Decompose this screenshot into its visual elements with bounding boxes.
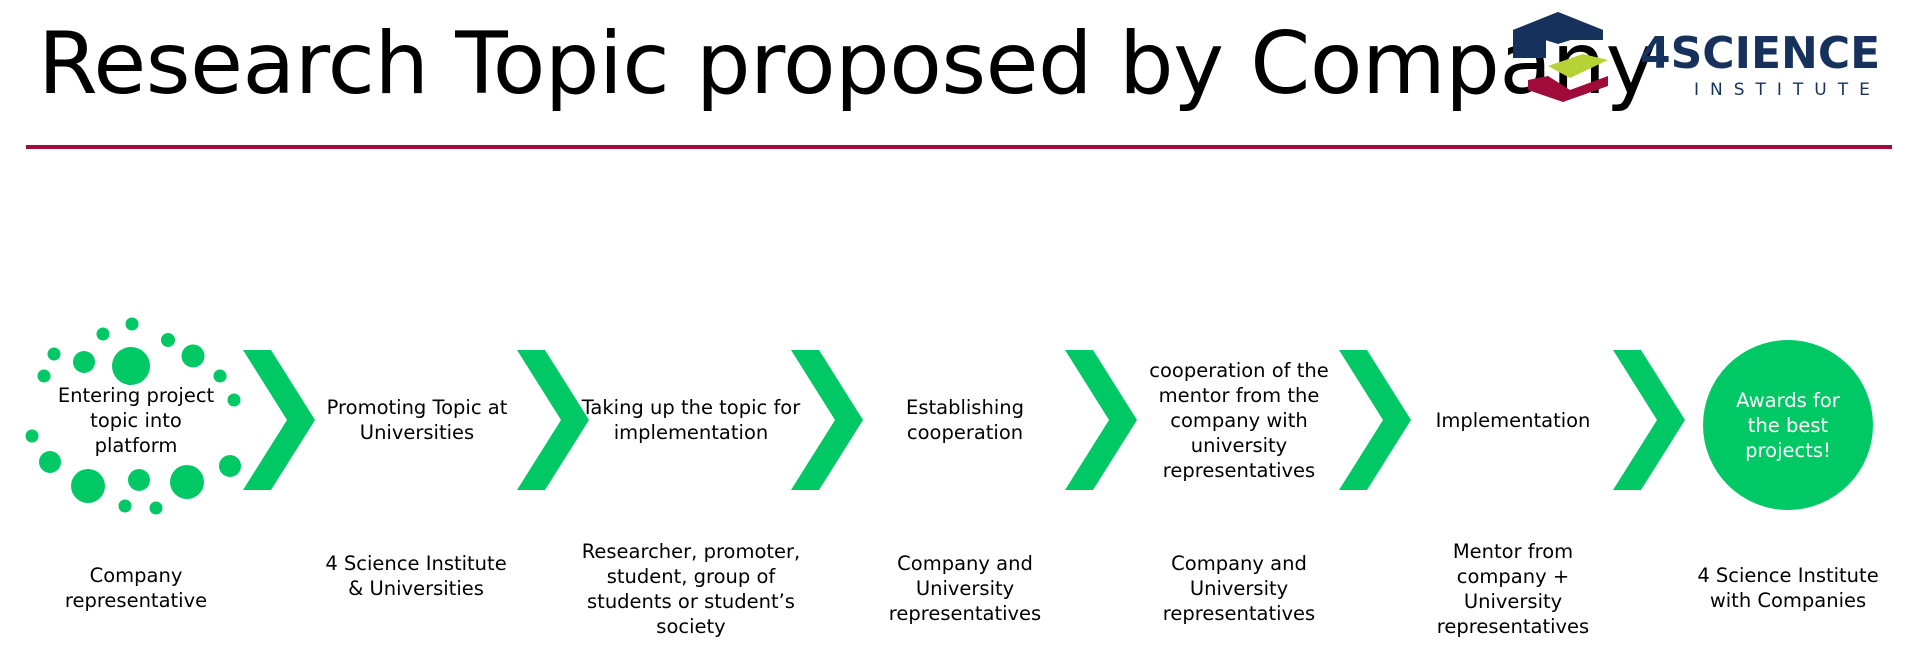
dots-ring-icon — [25, 317, 241, 515]
step-7-label: Awards for the best projects! — [1736, 388, 1840, 462]
logo-subtext: INSTITUTE — [1694, 80, 1881, 100]
step-2-label: Promoting Topic at Universities — [326, 396, 508, 444]
step-2-role: 4 Science Institute & Universities — [325, 552, 507, 600]
company-logo: 4SCIENCE INSTITUTE — [1508, 10, 1908, 110]
step-7-role: 4 Science Institute with Companies — [1697, 564, 1879, 612]
step-6-label: Implementation — [1435, 408, 1591, 432]
step-3-label: Taking up the topic for implementation — [581, 396, 801, 444]
step-1-role: Company representative — [64, 564, 208, 612]
logo-mark-icon — [1513, 12, 1608, 102]
step-5-label: cooperation of the mentor from the compa… — [1149, 358, 1329, 482]
step-4-label: Establishing cooperation — [906, 396, 1024, 444]
page-title: Research Topic proposed by Company — [38, 14, 1656, 114]
step-3-role: Researcher, promoter, student, group of … — [581, 540, 801, 638]
step-1-label: Entering project topic into platform — [57, 383, 215, 457]
step-6-role: Mentor from company + University represe… — [1436, 540, 1590, 638]
logo-wordmark: 4SCIENCE — [1640, 28, 1881, 79]
step-5-role: Company and University representatives — [1162, 552, 1316, 625]
step-4-role: Company and University representatives — [888, 552, 1042, 625]
header-divider — [26, 145, 1892, 149]
